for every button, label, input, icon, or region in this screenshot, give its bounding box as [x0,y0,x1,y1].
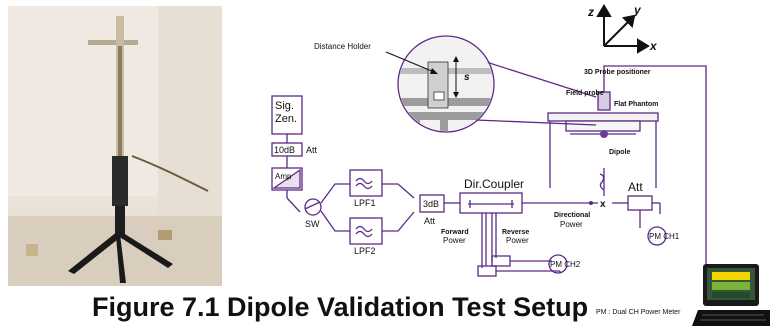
reverse-att-box [491,255,511,267]
switch-circle [304,198,322,216]
s-label: s [464,72,470,83]
distance-holder-zoom [397,35,495,133]
db3-att-label: Att [424,216,436,226]
forward-power-label-1: Forward [441,229,469,236]
pm-ch1-circle [647,226,667,246]
sw-label: SW [305,219,320,229]
axis-z-label: z [587,5,594,19]
dir-coupler-label: Dir.Coupler [464,177,524,191]
reverse-power-label-1: Reverse [502,229,529,236]
pm-ch2-label: PM CH2 [550,260,581,269]
pm-legend-label: PM : Dual CH Power Meter [596,309,681,316]
forward-att-box [477,265,497,277]
sig-gen-label-1: Sig. [275,100,294,112]
dipole-tripod-photo [8,6,222,286]
reverse-power-label-2: Power [506,236,529,245]
amp-label: Amp [275,172,292,181]
axis-y-label: y [633,3,642,17]
dipole-feed-point [600,130,608,138]
pm-ch2-circle [548,254,568,274]
lpf1-box [349,169,383,197]
lpf2-label: LPF2 [354,246,376,256]
positioner-label: 3D Probe positioner [584,69,651,76]
att-right-label: Att [628,180,643,194]
sig-gen-label-2: Zen. [275,113,297,125]
pm-ch1-label: PM CH1 [649,232,680,241]
att10-label: 10dB [274,145,295,155]
field-probe-label: Field probe [566,90,604,97]
directional-power-label-1: Directional [554,212,590,219]
x-mark-label: x [600,199,606,210]
axis-x-label: x [649,39,658,53]
distance-holder-label: Distance Holder [314,42,371,51]
forward-power-label-2: Power [443,236,466,245]
distance-holder-detail [385,37,493,131]
lpf1-label: LPF1 [354,198,376,208]
dir-coupler-box [459,192,523,214]
computer-icon [692,264,770,326]
db3-label: 3dB [423,199,439,209]
dipole-label: Dipole [609,149,630,156]
flat-phantom-label: Flat Phantom [614,101,658,108]
att10-att-label: Att [306,145,318,155]
figure-caption: Figure 7.1 Dipole Validation Test Setup [92,292,589,322]
att-right-box [627,195,653,211]
directional-power-label-2: Power [560,220,583,229]
axes-3d [596,4,650,54]
phantom-table-top [547,112,659,122]
